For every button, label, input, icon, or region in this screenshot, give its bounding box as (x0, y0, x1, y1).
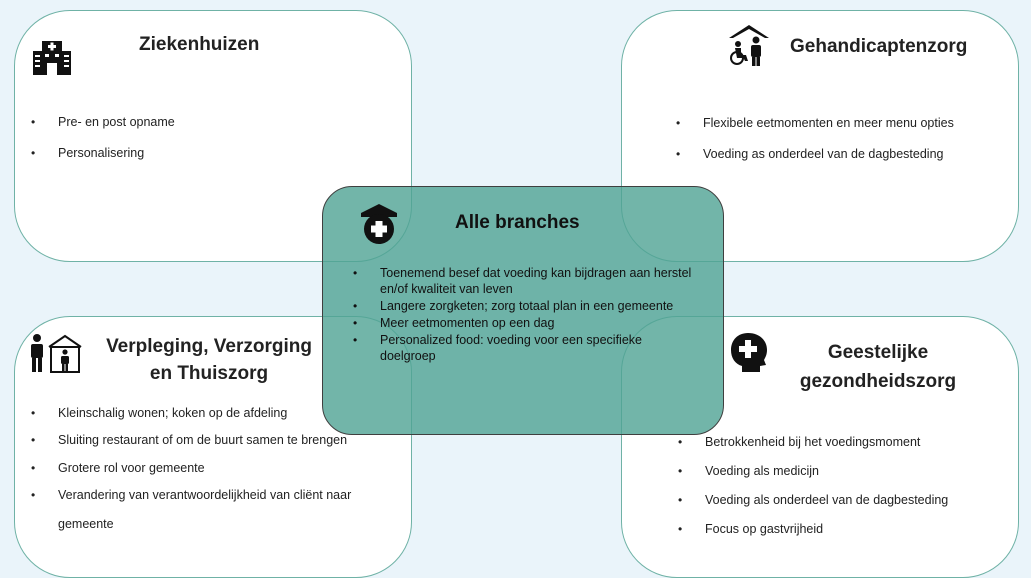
panel-ggz: Geestelijke gezondheidszorg Betrokkenhei… (621, 316, 1019, 578)
list-item: Personalisering (31, 146, 175, 161)
healthcare-shield-icon (357, 201, 399, 244)
bullet-list: Toenemend besef dat voeding kan bijdrage… (353, 265, 699, 365)
list-item: Verandering van verantwoordelijkheid van… (31, 481, 358, 539)
bullet-list: Kleinschalig wonen; koken op de afdeling… (31, 406, 358, 552)
list-item: Toenemend besef dat voeding kan bijdrage… (353, 265, 699, 297)
panel-title-line2: en Thuiszorg (149, 363, 269, 384)
bullet-list: Flexibele eetmomenten en meer menu optie… (676, 116, 954, 178)
panel-title: Alle branches (455, 212, 580, 233)
list-item: Flexibele eetmomenten en meer menu optie… (676, 116, 954, 131)
list-item: Grotere rol voor gemeente (31, 461, 358, 475)
list-item: Voeding as onderdeel van de dagbesteding (676, 147, 954, 162)
hospital-icon (31, 37, 73, 79)
panel-title-line1: Geestelijke (827, 342, 929, 363)
list-item: Focus op gastvrijheid (678, 522, 948, 537)
panel-ziekenhuizen: Ziekenhuizen Pre- en post opname Persona… (14, 10, 412, 262)
list-item: Sluiting restaurant of om de buurt samen… (31, 426, 358, 455)
mental-health-icon (728, 331, 770, 373)
list-item: Kleinschalig wonen; koken op de afdeling (31, 406, 358, 420)
home-care-icon (29, 333, 83, 375)
panel-title: Gehandicaptenzorg (790, 36, 968, 57)
list-item: Pre- en post opname (31, 115, 175, 130)
bullet-list: Pre- en post opname Personalisering (31, 115, 175, 177)
list-item: Personalized food: voeding voor een spec… (353, 332, 699, 364)
bullet-list: Betrokkenheid bij het voedingsmoment Voe… (678, 435, 948, 551)
list-item: Voeding als onderdeel van de dagbestedin… (678, 493, 948, 508)
disability-care-icon (726, 23, 769, 66)
panel-title-line1: Verpleging, Verzorging (106, 336, 312, 357)
list-item: Meer eetmomenten op een dag (353, 315, 699, 331)
list-item: Langere zorgketen; zorg totaal plan in e… (353, 298, 699, 314)
panel-title-line2: gezondheidszorg (799, 371, 957, 392)
list-item: Betrokkenheid bij het voedingsmoment (678, 435, 948, 450)
list-item: Voeding als medicijn (678, 464, 948, 479)
panel-alle-branches: Alle branches Toenemend besef dat voedin… (322, 186, 724, 435)
panel-title: Ziekenhuizen (139, 34, 260, 55)
